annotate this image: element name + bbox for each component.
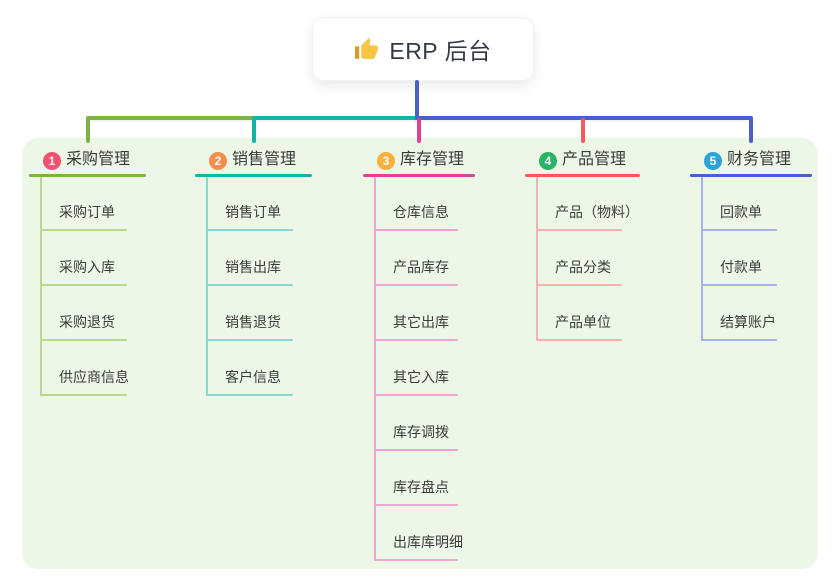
branch-item-underline — [374, 504, 458, 506]
branch-item[interactable]: 客户信息 — [225, 369, 281, 385]
branch-items-vline — [374, 177, 376, 561]
branch-title-underline — [29, 174, 146, 177]
branches-panel — [22, 138, 818, 569]
branch-item[interactable]: 库存盘点 — [393, 479, 449, 495]
branch-badge: 1 — [43, 152, 61, 170]
branch-title[interactable]: 采购管理 — [66, 151, 131, 168]
branch-title[interactable]: 产品管理 — [562, 151, 627, 168]
branch-title[interactable]: 库存管理 — [400, 151, 465, 168]
branch-item[interactable]: 采购订单 — [59, 204, 115, 220]
branch-item-underline — [374, 229, 458, 231]
branch-item-underline — [206, 339, 293, 341]
branch-item[interactable]: 付款单 — [720, 259, 762, 275]
branch-drop-line — [417, 118, 421, 143]
branch-items-vline — [40, 177, 42, 396]
root-connector-line — [415, 80, 419, 118]
branch-item[interactable]: 产品（物料） — [555, 204, 639, 220]
branch-item-underline — [40, 339, 127, 341]
branch-item[interactable]: 回款单 — [720, 204, 762, 220]
branch-item-underline — [701, 284, 777, 286]
branch-badge: 4 — [539, 152, 557, 170]
branch-title-underline — [195, 174, 312, 177]
branch-item-underline — [374, 394, 458, 396]
branch-drop-line — [581, 118, 585, 143]
branch-item[interactable]: 销售订单 — [225, 204, 281, 220]
branch-item-underline — [206, 394, 293, 396]
branch-drop-line — [749, 118, 753, 143]
branch-item[interactable]: 销售退货 — [225, 314, 281, 330]
thumbs-up-icon — [355, 37, 379, 59]
branch-item[interactable]: 仓库信息 — [393, 204, 449, 220]
branch-item-underline — [206, 284, 293, 286]
branch-item[interactable]: 其它入库 — [393, 369, 449, 385]
branch-item[interactable]: 采购退货 — [59, 314, 115, 330]
branch-items-vline — [206, 177, 208, 396]
branch-drop-line — [252, 118, 256, 143]
branch-item-underline — [536, 229, 622, 231]
branch-title-underline — [363, 174, 475, 177]
branch-item-underline — [536, 339, 622, 341]
branch-item[interactable]: 库存调拨 — [393, 424, 449, 440]
branch-item[interactable]: 采购入库 — [59, 259, 115, 275]
branch-item[interactable]: 其它出库 — [393, 314, 449, 330]
branch-item-underline — [206, 229, 293, 231]
branch-item-underline — [536, 284, 622, 286]
branch-item-underline — [40, 229, 127, 231]
root-title: ERP 后台 — [389, 38, 492, 64]
root-node[interactable]: ERP 后台 — [313, 18, 533, 80]
branch-title-underline — [525, 174, 640, 177]
branch-items-vline — [536, 177, 538, 341]
branch-item[interactable]: 出库库明细 — [393, 534, 463, 550]
branch-title[interactable]: 销售管理 — [232, 151, 297, 168]
branch-item[interactable]: 销售出库 — [225, 259, 281, 275]
branch-items-vline — [701, 177, 703, 341]
branch-item[interactable]: 结算账户 — [720, 314, 776, 330]
branch-item[interactable]: 供应商信息 — [59, 369, 129, 385]
branch-item-underline — [374, 284, 458, 286]
connector-segment-green — [86, 116, 256, 120]
branch-drop-line — [86, 118, 90, 143]
branch-item[interactable]: 产品库存 — [393, 259, 449, 275]
branch-title[interactable]: 财务管理 — [727, 151, 792, 168]
branch-badge: 3 — [377, 152, 395, 170]
branch-item-underline — [374, 339, 458, 341]
branch-item[interactable]: 产品分类 — [555, 259, 611, 275]
branch-item-underline — [40, 394, 127, 396]
branch-item-underline — [374, 559, 458, 561]
branch-item-underline — [701, 229, 777, 231]
branch-item-underline — [40, 284, 127, 286]
branch-badge: 2 — [209, 152, 227, 170]
connector-segment-teal — [252, 116, 419, 120]
branch-title-underline — [690, 174, 812, 177]
branch-item[interactable]: 产品单位 — [555, 314, 611, 330]
branch-item-underline — [374, 449, 458, 451]
branch-item-underline — [701, 339, 777, 341]
branch-badge: 5 — [704, 152, 722, 170]
